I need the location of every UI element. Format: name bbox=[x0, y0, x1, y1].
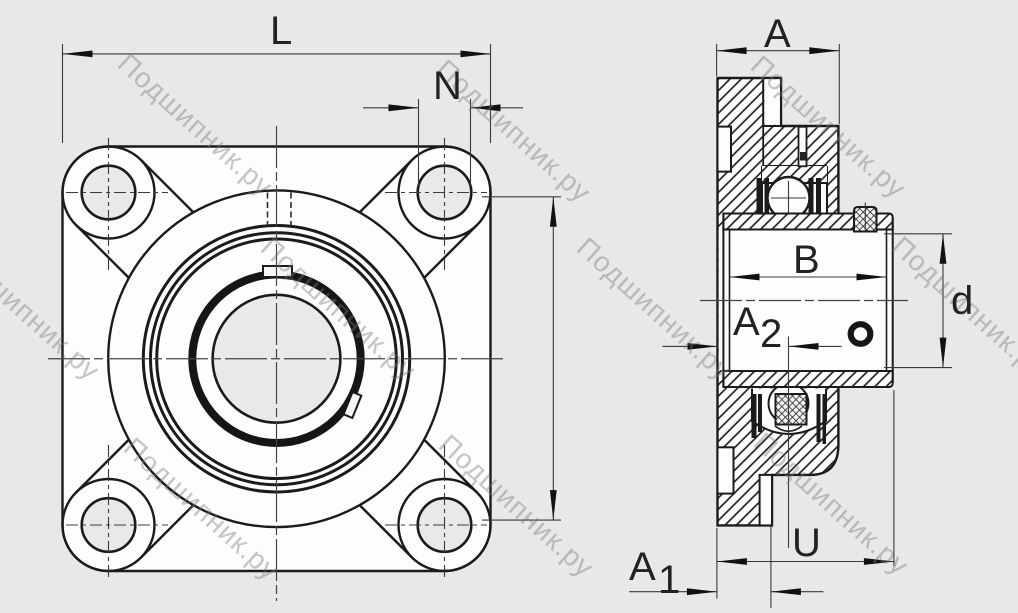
svg-text:d: d bbox=[951, 279, 973, 323]
svg-text:L: L bbox=[270, 9, 292, 53]
svg-text:N: N bbox=[433, 64, 462, 108]
svg-text:A: A bbox=[733, 300, 760, 344]
svg-text:B: B bbox=[793, 238, 820, 282]
svg-text:A: A bbox=[764, 12, 791, 56]
svg-text:2: 2 bbox=[760, 312, 782, 356]
svg-text:U: U bbox=[792, 521, 821, 565]
svg-text:1: 1 bbox=[658, 558, 680, 602]
svg-text:A: A bbox=[629, 545, 656, 589]
